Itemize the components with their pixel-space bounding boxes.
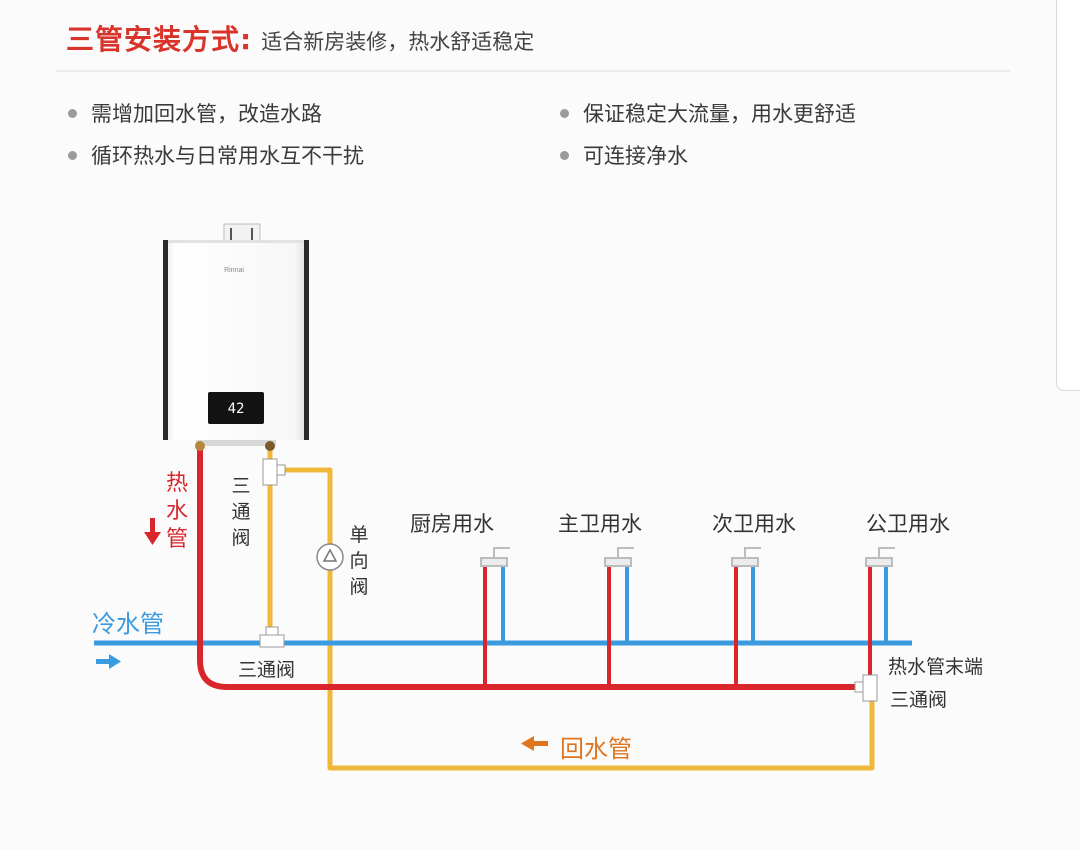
- cold-flow-arrow-icon: [96, 654, 121, 669]
- faucet-icon: [731, 547, 761, 567]
- bullet-dot-icon: [560, 150, 569, 160]
- tee-valve-top: [262, 458, 286, 486]
- bullet-dot-icon: [560, 108, 569, 118]
- fixture-label-guest-bath: 公卫用水: [866, 512, 950, 536]
- tee-valve-end: [854, 674, 878, 702]
- bullet-item: 需增加回水管，改造水路: [68, 98, 322, 128]
- page-subtitle: 适合新房装修，热水舒适稳定: [261, 30, 535, 54]
- heater-brand: Rinnai: [224, 267, 244, 274]
- bullet-text: 保证稳定大流量，用水更舒适: [583, 102, 856, 126]
- bullet-text: 循环热水与日常用水互不干扰: [91, 144, 364, 168]
- hot-water-pipe: [197, 448, 872, 690]
- tee-valve-end-label: 三通阀: [890, 689, 948, 711]
- bullet-text: 可连接净水: [583, 144, 688, 168]
- heater-display: [208, 392, 264, 424]
- hot-outlet-fitting: [195, 441, 205, 451]
- return-pipe: [267, 441, 875, 771]
- return-outlet-fitting: [265, 441, 275, 451]
- tee-valve-bottom-label: 三通阀: [238, 659, 296, 681]
- bullet-dot-icon: [68, 150, 77, 160]
- faucet-icon: [480, 547, 510, 567]
- bullet-item: 可连接净水: [560, 140, 688, 170]
- hot-pipe-end-label: 热水管末端: [888, 656, 984, 678]
- bullet-text: 需增加回水管，改造水路: [91, 102, 322, 126]
- fixture-label-kitchen: 厨房用水: [410, 512, 494, 536]
- faucet-icon: [604, 547, 634, 567]
- bullet-dot-icon: [68, 108, 77, 118]
- water-heater: 42 Rinnai: [163, 223, 309, 446]
- header-divider: [56, 70, 1011, 72]
- heater-temperature: 42: [228, 401, 245, 417]
- tee-valve-bottom: [259, 626, 285, 648]
- page-title: 三管安装方式:: [66, 23, 253, 56]
- check-valve-icon: [316, 543, 344, 571]
- hot-flow-arrow-icon: [144, 518, 161, 545]
- fixture-label-master-bath: 主卫用水: [558, 512, 642, 536]
- hot-pipe-label: 热水管: [165, 471, 188, 552]
- return-pipe-label: 回水管: [560, 735, 632, 763]
- header: 三管安装方式: 适合新房装修，热水舒适稳定: [66, 18, 534, 58]
- side-panel: [1056, 0, 1080, 391]
- fixture-label-second-bath: 次卫用水: [712, 512, 796, 536]
- return-flow-arrow-icon: [521, 736, 548, 751]
- cold-pipe-label: 冷水管: [92, 610, 164, 638]
- faucet-icon: [865, 547, 895, 567]
- check-valve-label: 单向阀: [349, 524, 369, 598]
- bullet-item: 保证稳定大流量，用水更舒适: [560, 98, 856, 128]
- bullet-item: 循环热水与日常用水互不干扰: [68, 140, 364, 170]
- tee-valve-top-label: 三通阀: [231, 475, 251, 549]
- cold-water-main: [94, 566, 912, 646]
